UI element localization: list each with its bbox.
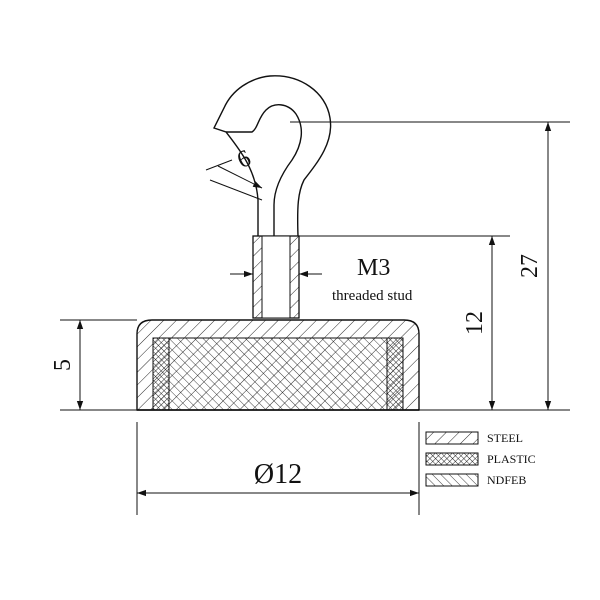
thread-note-label: threaded stud bbox=[332, 288, 413, 304]
legend-item-steel: STEEL bbox=[425, 431, 523, 445]
legend-label-steel: STEEL bbox=[487, 431, 523, 445]
legend-item-plastic: PLASTIC bbox=[425, 452, 536, 466]
legend-label-ndfeb: NDFEB bbox=[487, 473, 526, 487]
legend-item-ndfeb: NDFEB bbox=[425, 473, 526, 487]
hook-thickness-label: 6 bbox=[233, 145, 255, 174]
hook bbox=[213, 75, 332, 237]
thread-size-label: M3 bbox=[357, 255, 390, 281]
total-height-label: 27 bbox=[517, 254, 543, 278]
magnet-base bbox=[136, 319, 420, 411]
plastic-ring-right bbox=[386, 337, 404, 411]
stud-height-label: 12 bbox=[462, 311, 488, 335]
legend-label-plastic: PLASTIC bbox=[487, 452, 536, 466]
plastic-ring-left bbox=[152, 337, 170, 411]
ndfeb-magnet bbox=[168, 337, 388, 411]
material-legend: STEEL PLASTIC NDFEB bbox=[425, 431, 536, 487]
diameter-label: Ø12 bbox=[254, 459, 302, 490]
threaded-stud bbox=[252, 235, 300, 319]
dimension-lines bbox=[60, 121, 570, 515]
base-height-label: 5 bbox=[50, 359, 76, 371]
